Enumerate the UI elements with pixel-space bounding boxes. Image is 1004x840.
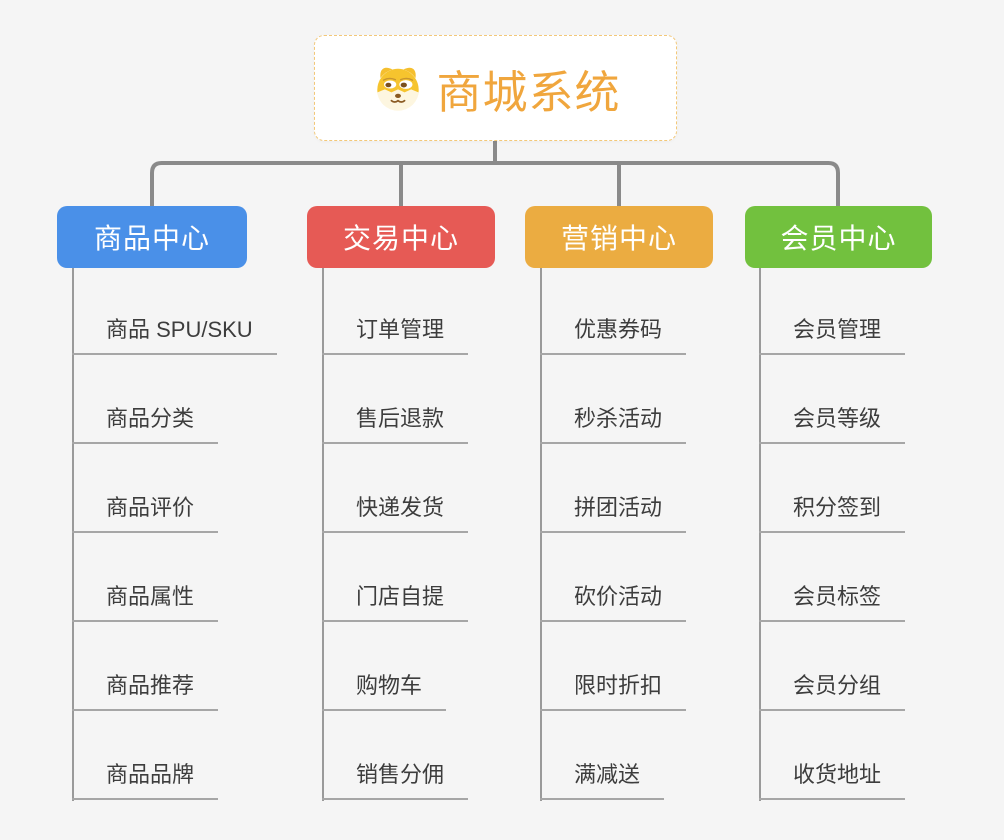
leaf-node[interactable]: 积分签到	[759, 444, 906, 533]
leaf-node[interactable]: 商品评价	[72, 444, 219, 533]
leaf-node[interactable]: 商品分类	[72, 355, 219, 444]
leaf-node[interactable]: 订单管理	[322, 266, 469, 355]
dog-face-icon	[377, 67, 420, 111]
branch-node-trade-center[interactable]: 交易中心	[307, 206, 495, 268]
branch-trunk	[540, 268, 542, 801]
leaf-node[interactable]: 优惠券码	[540, 266, 687, 355]
branch-items-product-center: 商品 SPU/SKU 商品分类 商品评价 商品属性 商品推荐 商品品牌	[72, 266, 277, 800]
leaf-node[interactable]: 门店自提	[322, 533, 469, 622]
leaf-node[interactable]: 会员分组	[759, 622, 906, 711]
leaf-node[interactable]: 快递发货	[322, 444, 469, 533]
leaf-node[interactable]: 商品 SPU/SKU	[72, 266, 277, 355]
leaf-node[interactable]: 满减送	[540, 711, 665, 800]
leaf-node[interactable]: 砍价活动	[540, 533, 687, 622]
branch-node-product-center[interactable]: 商品中心	[57, 206, 247, 268]
leaf-node[interactable]: 销售分佣	[322, 711, 469, 800]
branch-items-member-center: 会员管理 会员等级 积分签到 会员标签 会员分组 收货地址	[759, 266, 906, 800]
branch-items-marketing-center: 优惠券码 秒杀活动 拼团活动 砍价活动 限时折扣 满减送	[540, 266, 687, 800]
leaf-node[interactable]: 收货地址	[759, 711, 906, 800]
leaf-node[interactable]: 限时折扣	[540, 622, 687, 711]
root-title: 商城系统	[436, 66, 621, 118]
leaf-node[interactable]: 会员管理	[759, 266, 906, 355]
branch-node-marketing-center[interactable]: 营销中心	[525, 206, 713, 268]
leaf-node[interactable]: 售后退款	[322, 355, 469, 444]
leaf-node[interactable]: 会员标签	[759, 533, 906, 622]
branch-items-trade-center: 订单管理 售后退款 快递发货 门店自提 购物车 销售分佣	[322, 266, 469, 800]
branch-node-member-center[interactable]: 会员中心	[745, 206, 932, 268]
leaf-node[interactable]: 商品品牌	[72, 711, 219, 800]
leaf-node[interactable]: 商品属性	[72, 533, 219, 622]
leaf-node[interactable]: 秒杀活动	[540, 355, 687, 444]
branch-trunk	[72, 268, 74, 801]
branch-trunk	[322, 268, 324, 801]
root-node[interactable]: 商城系统	[314, 35, 677, 141]
branch-trunk	[759, 268, 761, 801]
leaf-node[interactable]: 拼团活动	[540, 444, 687, 533]
leaf-node[interactable]: 会员等级	[759, 355, 906, 444]
leaf-node[interactable]: 购物车	[322, 622, 447, 711]
leaf-node[interactable]: 商品推荐	[72, 622, 219, 711]
